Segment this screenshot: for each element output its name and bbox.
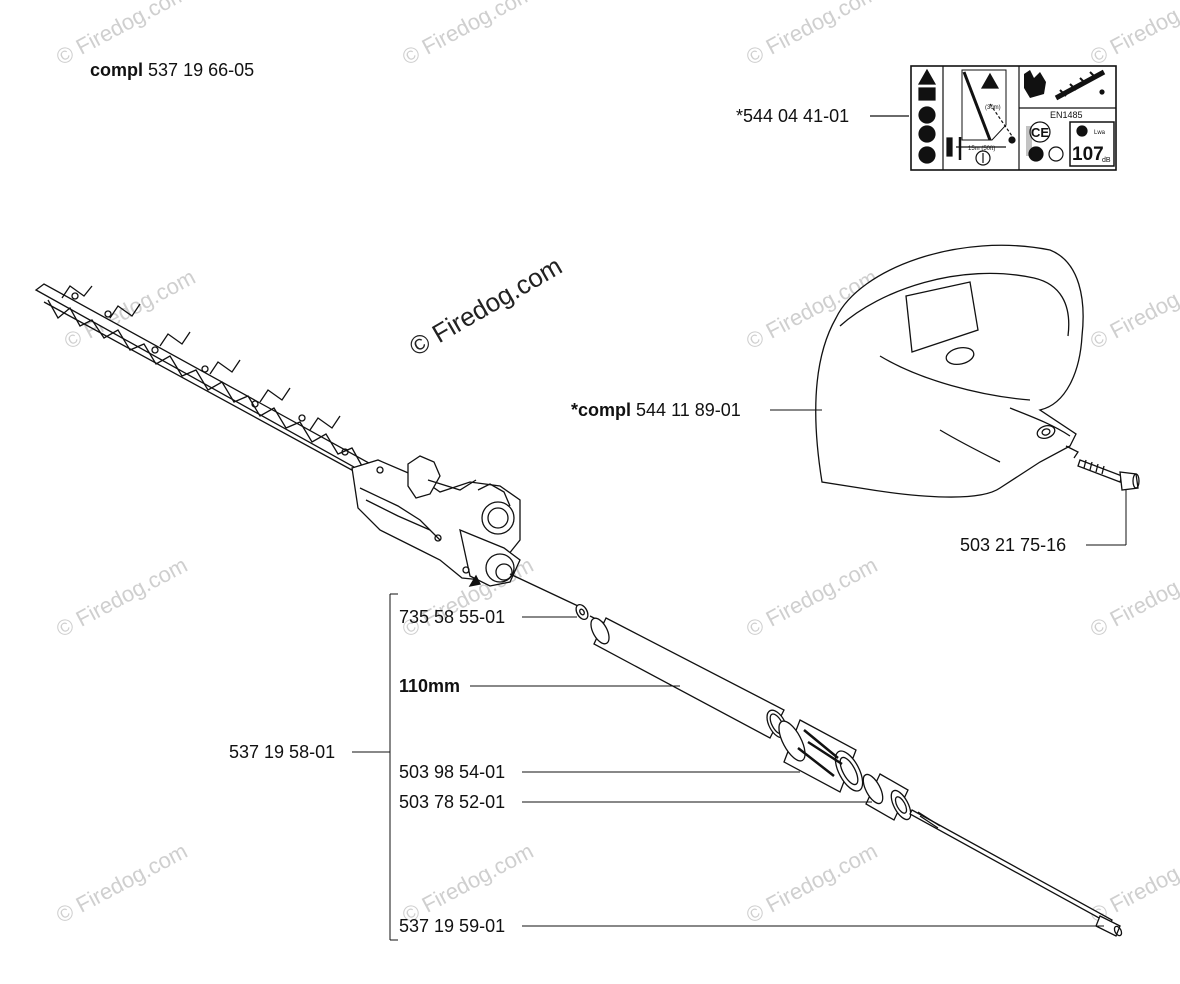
tube: [590, 617, 788, 739]
tube-length-label: 110mm: [399, 676, 461, 696]
distance-text: 15m (50ft): [968, 146, 995, 152]
guard-part-number: 544 11 89-01: [636, 400, 741, 420]
decal-part-number: *544 04 41-01: [736, 106, 850, 126]
header-label: compl 537 19 66-05: [90, 60, 254, 81]
collar: [862, 773, 912, 821]
leader-lines: [352, 409, 1127, 941]
hand-cutter-hazard-icon: [1020, 67, 1115, 107]
kit-number: 537 19 66-05: [148, 60, 255, 80]
helmet-icon: [918, 106, 936, 124]
approval-marks-icon: [1026, 126, 1064, 162]
screw-part-number: 503 21 75-16: [960, 535, 1067, 555]
screw: [1077, 459, 1140, 491]
shaft-assembly: [509, 573, 1123, 937]
warning-decal: 15m (50ft) (30m) EN1485 CE: [910, 65, 1117, 171]
sound-level-icon: 107 dB Lwa: [1069, 121, 1115, 167]
guard-label: *compl 544 11 89-01: [571, 400, 741, 421]
guard-prefix: *compl: [571, 400, 632, 420]
compl-word: compl: [90, 60, 144, 80]
power-line-hazard-icon: 15m (50ft) (30m): [946, 69, 1016, 166]
assembly-bracket: [352, 593, 398, 941]
sound-level-unit: dB: [1102, 157, 1111, 164]
standard-text: EN1485: [1050, 110, 1083, 120]
collar-part-number: 503 78 52-01: [399, 792, 506, 812]
bushing: [778, 719, 864, 793]
ear-protection-icon: [918, 125, 936, 143]
warning-triangle-icon: [917, 68, 937, 85]
shaft-part-number: 537 19 59-01: [399, 916, 506, 936]
ce-mark-icon: CE: [1029, 121, 1051, 143]
blade-teeth: [47, 285, 363, 467]
assembly-part-number: 537 19 58-01: [229, 742, 336, 762]
svg-text:CE: CE: [1031, 125, 1049, 140]
drive-shaft: [909, 809, 1123, 937]
sound-level-value: 107: [1072, 144, 1104, 165]
ground-text: (30m): [985, 105, 1001, 111]
glove-icon: [918, 146, 936, 164]
bushing-part-number: 503 98 54-01: [399, 762, 506, 782]
washer: [575, 603, 589, 621]
hedge-trimmer-head: [34, 283, 521, 587]
washer-part-number: 735 58 55-01: [399, 607, 506, 627]
manual-icon: [918, 87, 936, 101]
sound-level-prefix: Lwa: [1094, 130, 1106, 136]
guard: [815, 244, 1084, 498]
